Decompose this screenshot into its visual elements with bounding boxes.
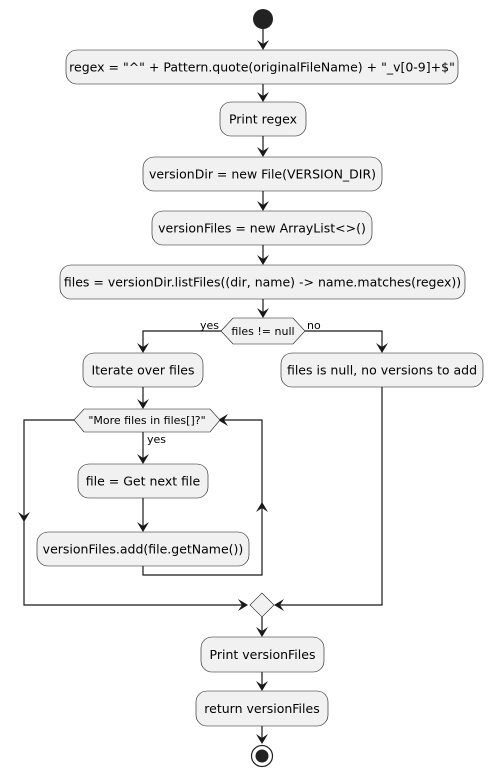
node-get-next-label: file = Get next file [86,474,201,489]
node-list-files-label: files = versionDir.listFiles((dir, name)… [64,275,461,290]
node-list-files: files = versionDir.listFiles((dir, name)… [59,264,466,300]
node-return-files-label: return versionFiles [204,701,319,716]
loop-condition-label: "More files in files[]?" [88,414,205,427]
node-assign-regex: regex = "^" + Pattern.quote(originalFile… [65,49,459,85]
decision-label: files != null [231,325,294,338]
node-get-next: file = Get next file [77,463,209,499]
start-node [253,9,273,29]
loop-yes-label: yes [147,433,166,446]
edges [23,29,383,742]
node-version-files: versionFiles = new ArrayList<>() [151,210,373,246]
node-assign-regex-label: regex = "^" + Pattern.quote(originalFile… [69,60,455,75]
node-version-dir-label: versionDir = new File(VERSION_DIR) [149,167,376,182]
node-version-files-label: versionFiles = new ArrayList<>() [158,221,366,236]
node-iterate-label: Iterate over files [91,363,194,378]
node-iterate: Iterate over files [82,352,204,388]
decision-files-not-null: files != null [220,317,306,345]
node-null-branch-label: files is null, no versions to add [287,363,477,378]
arrowheads [18,40,388,744]
node-version-dir: versionDir = new File(VERSION_DIR) [142,156,383,192]
yes-label: yes [200,319,219,332]
merge-node [249,592,275,618]
node-null-branch: files is null, no versions to add [280,352,484,388]
node-print-files-label: Print versionFiles [210,647,316,662]
node-print-regex: Print regex [219,101,307,137]
loop-condition: "More files in files[]?" [73,408,221,433]
node-add-name: versionFiles.add(file.getName()) [36,531,250,567]
node-return-files: return versionFiles [195,690,329,727]
end-node [250,744,274,768]
node-add-name-label: versionFiles.add(file.getName()) [43,542,244,557]
no-label: no [307,319,321,332]
node-print-files: Print versionFiles [200,636,325,673]
node-print-regex-label: Print regex [229,112,297,127]
